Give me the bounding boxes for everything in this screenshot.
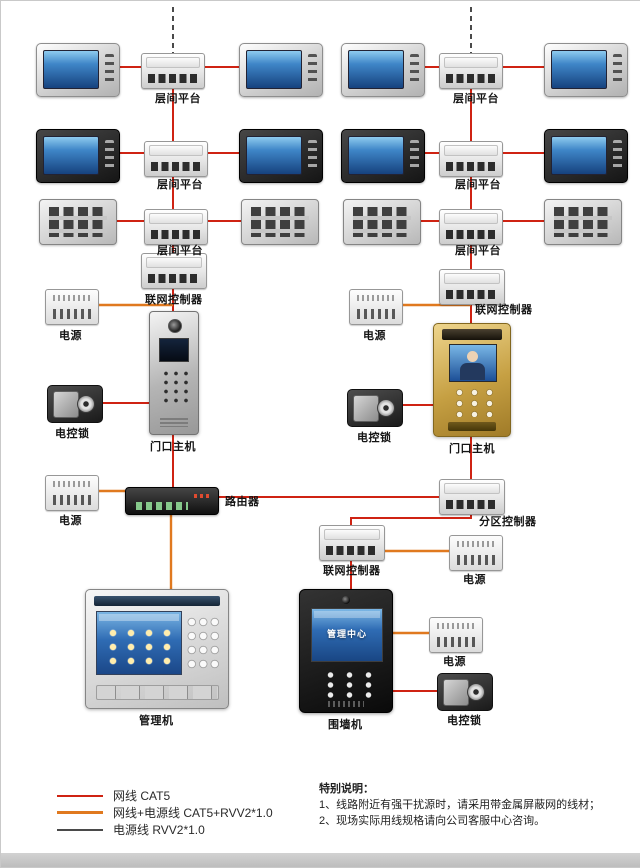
power-line-swatch xyxy=(57,828,103,831)
indoor-monitor xyxy=(36,129,120,183)
label-door-station: 门口主机 xyxy=(150,441,196,453)
label-electric-lock: 电控锁 xyxy=(357,432,392,444)
management-screen xyxy=(96,611,182,675)
legend-item-cat5: 网线 CAT5 xyxy=(57,787,273,804)
power-supply xyxy=(45,289,99,325)
legend: 网线 CAT5 网线+电源线 CAT5+RVV2*1.0 电源线 RVV2*1.… xyxy=(57,787,273,838)
electric-lock xyxy=(437,673,493,711)
keypad-intercom xyxy=(39,199,117,245)
keypad-intercom xyxy=(343,199,421,245)
electric-lock xyxy=(47,385,103,423)
network-controller xyxy=(141,253,207,289)
label-floor-platform: 层间平台 xyxy=(453,93,499,105)
management-machine xyxy=(85,589,229,709)
floor-platform-switch xyxy=(439,209,503,245)
label-power: 电源 xyxy=(59,330,82,342)
label-router: 路由器 xyxy=(225,496,260,508)
label-electric-lock: 电控锁 xyxy=(447,715,482,727)
legend-item-power-line: 电源线 RVV2*1.0 xyxy=(57,821,273,838)
door-station-gold xyxy=(433,323,511,437)
wall-machine-keypad xyxy=(318,668,376,698)
legend-label: 网线+电源线 CAT5+RVV2*1.0 xyxy=(113,806,273,820)
floor-platform-switch xyxy=(144,209,208,245)
label-door-station: 门口主机 xyxy=(449,443,495,455)
management-function-keys xyxy=(96,685,219,700)
legend-label: 网线 CAT5 xyxy=(113,789,171,803)
indoor-monitor xyxy=(341,129,425,183)
label-power: 电源 xyxy=(59,515,82,527)
keypad-intercom xyxy=(544,199,622,245)
label-floor-platform: 层间平台 xyxy=(455,245,501,257)
door-speaker xyxy=(160,418,188,427)
label-power: 电源 xyxy=(443,656,466,668)
door-station-silver xyxy=(149,311,199,435)
label-wall-machine: 围墙机 xyxy=(328,719,363,731)
cat5-power-line-swatch xyxy=(57,811,103,814)
notes-line: 2、现场实际用线规格请向公司客服中心咨询。 xyxy=(319,815,546,827)
bottom-border-strip xyxy=(1,853,640,867)
label-network-controller: 联网控制器 xyxy=(145,294,203,306)
indoor-monitor xyxy=(239,43,323,97)
power-supply xyxy=(429,617,483,653)
legend-label: 电源线 RVV2*1.0 xyxy=(113,823,205,837)
label-floor-platform: 层间平台 xyxy=(157,179,203,191)
network-controller xyxy=(319,525,385,561)
label-power: 电源 xyxy=(363,330,386,342)
wall-machine: 管理中心 xyxy=(299,589,393,713)
zone-controller xyxy=(439,479,505,515)
door-keypad xyxy=(159,368,189,404)
label-power: 电源 xyxy=(463,574,486,586)
label-network-controller: 联网控制器 xyxy=(323,565,381,577)
label-floor-platform: 层间平台 xyxy=(455,179,501,191)
special-notes: 特别说明： 1、线路附近有强干扰源时，请采用带金属屏蔽网的线材； 2、现场实际用… xyxy=(319,781,600,829)
indoor-monitor xyxy=(544,43,628,97)
label-floor-platform: 层间平台 xyxy=(155,93,201,105)
indoor-monitor xyxy=(36,43,120,97)
floor-platform-switch xyxy=(141,53,205,89)
power-supply xyxy=(349,289,403,325)
management-keypad xyxy=(185,614,219,670)
indoor-monitor xyxy=(239,129,323,183)
wall-machine-screen-title: 管理中心 xyxy=(326,629,367,639)
label-zone-controller: 分区控制器 xyxy=(479,516,537,528)
legend-item-cat5-power: 网线+电源线 CAT5+RVV2*1.0 xyxy=(57,804,273,821)
door-screen xyxy=(449,344,497,382)
router xyxy=(125,487,219,515)
keypad-intercom xyxy=(241,199,319,245)
power-supply xyxy=(449,535,503,571)
label-network-controller: 联网控制器 xyxy=(475,304,533,316)
floor-platform-switch xyxy=(439,53,503,89)
indoor-monitor xyxy=(341,43,425,97)
notes-title: 特别说明： xyxy=(319,783,374,795)
label-management-machine: 管理机 xyxy=(139,715,174,727)
notes-line: 1、线路附近有强干扰源时，请采用带金属屏蔽网的线材； xyxy=(319,799,601,811)
electric-lock xyxy=(347,389,403,427)
floor-platform-switch xyxy=(439,141,503,177)
network-controller xyxy=(439,269,505,305)
power-supply xyxy=(45,475,99,511)
label-electric-lock: 电控锁 xyxy=(55,428,90,440)
cat5-line-swatch xyxy=(57,794,103,797)
floor-platform-switch xyxy=(144,141,208,177)
door-keypad xyxy=(450,385,494,417)
indoor-monitor xyxy=(544,129,628,183)
wall-machine-screen: 管理中心 xyxy=(311,608,383,662)
label-floor-platform: 层间平台 xyxy=(157,245,203,257)
